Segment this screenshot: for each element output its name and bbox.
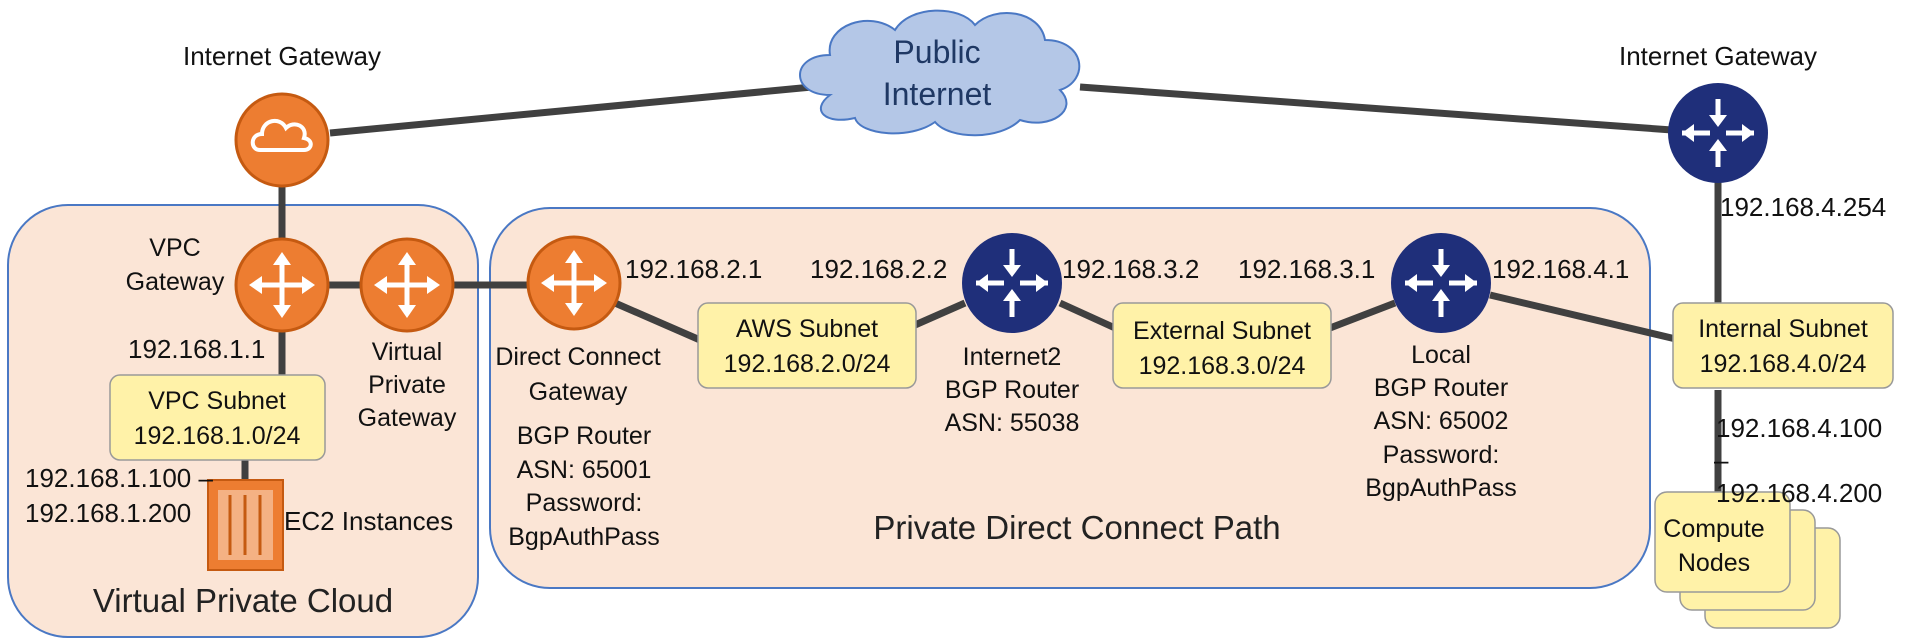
local-label-line2: BGP Router — [1374, 374, 1508, 402]
external-subnet-box: External Subnet 192.168.3.0/24 — [1112, 302, 1332, 389]
i2-label-line1: Internet2 — [963, 343, 1062, 371]
dc-gateway-ip: 192.168.2.1 — [625, 254, 762, 284]
dc-bgp-line4: BgpAuthPass — [508, 523, 660, 551]
local-ip-right: 192.168.4.1 — [1492, 254, 1629, 284]
link-cloud-local-igw — [1079, 83, 1673, 134]
vpc-gateway-label-line2: Gateway — [126, 268, 225, 296]
vpc-gateway-label-line1: VPC — [149, 234, 200, 262]
internal-subnet-name: Internal Subnet — [1698, 315, 1868, 343]
ec2-instances-label: EC2 Instances — [284, 506, 453, 536]
compute-ip-range-line3: 192.168.4.200 — [1716, 478, 1882, 508]
local-label-line5: BgpAuthPass — [1365, 474, 1517, 502]
local-label-line1: Local — [1411, 341, 1471, 369]
direct-connect-container-label: Private Direct Connect Path — [873, 509, 1280, 546]
links — [241, 83, 1722, 495]
cloud-label-line2: Internet — [883, 76, 992, 112]
ec2-ip-range-line2: 192.168.1.200 — [25, 498, 191, 528]
aws-subnet-box: AWS Subnet 192.168.2.0/24 — [697, 302, 917, 389]
ec2-instances-icon — [207, 479, 284, 571]
link-aws-igw-cloud — [329, 83, 813, 137]
link-i2-ext-subnet — [1058, 299, 1117, 332]
aws-internet-gateway-label: Internet Gateway — [183, 41, 381, 71]
compute-nodes-label-line2: Nodes — [1678, 549, 1750, 577]
local-internet-gateway-router-icon — [1668, 83, 1768, 183]
vpg-label-line1: Virtual — [372, 338, 442, 366]
vpc-gateway-ip: 192.168.1.1 — [128, 334, 265, 364]
i2-label-line3: ASN: 55038 — [945, 409, 1080, 437]
internal-subnet-cidr: 192.168.4.0/24 — [1700, 350, 1867, 378]
i2-label-line2: BGP Router — [945, 376, 1079, 404]
vpg-label-line2: Private — [368, 371, 446, 399]
vpc-subnet-name: VPC Subnet — [148, 387, 286, 415]
link-local-internal — [1489, 291, 1681, 344]
vpc-gateway-icon — [234, 237, 330, 333]
external-subnet-cidr: 192.168.3.0/24 — [1139, 352, 1306, 380]
local-router-icon — [1391, 233, 1491, 333]
link-ext-subnet-local — [1328, 299, 1397, 332]
cloud-label-line1: Public — [893, 34, 980, 70]
vpc-container-label: Virtual Private Cloud — [93, 582, 393, 619]
dc-gateway-label-line2: Gateway — [529, 378, 628, 406]
aws-internet-gateway-icon — [234, 92, 330, 188]
internet2-router-icon — [962, 233, 1062, 333]
local-gateway-ip: 192.168.4.254 — [1720, 192, 1886, 222]
local-internet-gateway-label: Internet Gateway — [1619, 41, 1817, 71]
aws-subnet-cidr: 192.168.2.0/24 — [724, 350, 891, 378]
i2-ip-right: 192.168.3.2 — [1062, 254, 1199, 284]
internal-subnet-box: Internal Subnet 192.168.4.0/24 — [1672, 302, 1894, 389]
compute-nodes-label-line1: Compute — [1663, 515, 1764, 543]
dc-gateway-label-line1: Direct Connect — [495, 343, 660, 371]
dc-bgp-line2: ASN: 65001 — [517, 456, 652, 484]
direct-connect-gateway-icon — [526, 235, 622, 331]
ec2-ip-range-line1: 192.168.1.100 – — [25, 463, 213, 493]
dc-bgp-line3: Password: — [526, 489, 643, 517]
link-aws-subnet-i2 — [913, 299, 967, 329]
i2-ip-left: 192.168.2.2 — [810, 254, 947, 284]
vpc-subnet-box: VPC Subnet 192.168.1.0/24 — [109, 374, 326, 461]
local-label-line4: Password: — [1383, 441, 1500, 469]
vpg-label-line3: Gateway — [358, 404, 457, 432]
local-ip-left: 192.168.3.1 — [1238, 254, 1375, 284]
dc-bgp-line1: BGP Router — [517, 422, 651, 450]
link-dcgw-aws-subnet — [613, 299, 702, 344]
compute-ip-range-line1: 192.168.4.100 — [1716, 413, 1882, 443]
compute-nodes-stack: Compute Nodes — [1654, 491, 1841, 629]
local-label-line3: ASN: 65002 — [1374, 407, 1509, 435]
public-internet-cloud: Public Internet — [799, 9, 1081, 137]
compute-ip-range-line2: – — [1714, 445, 1729, 475]
aws-subnet-name: AWS Subnet — [736, 315, 878, 343]
virtual-private-gateway-icon — [359, 237, 455, 333]
external-subnet-name: External Subnet — [1133, 317, 1311, 345]
vpc-subnet-cidr: 192.168.1.0/24 — [134, 422, 301, 450]
